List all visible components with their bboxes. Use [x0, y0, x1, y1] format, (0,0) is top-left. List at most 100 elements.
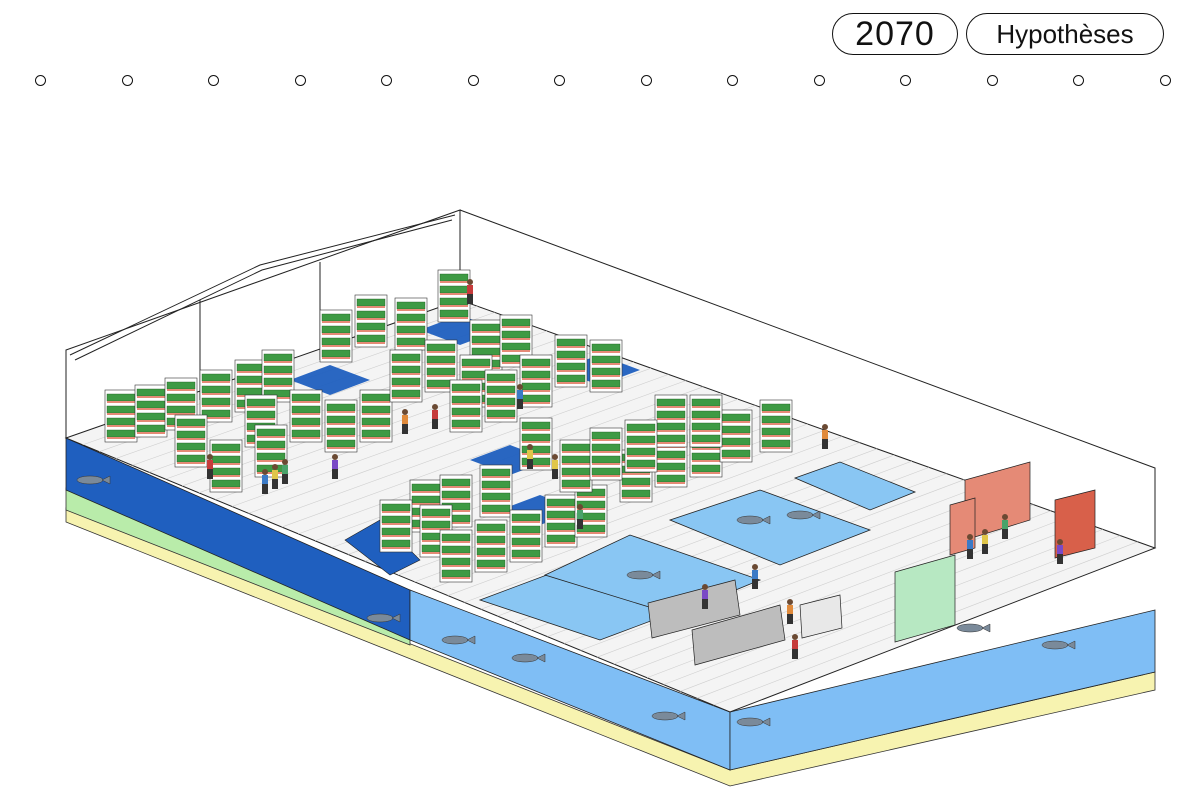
plant-tray: [439, 309, 469, 318]
tray-base: [502, 326, 530, 328]
timeline-dot[interactable]: [1073, 75, 1085, 86]
grow-rack: [354, 294, 388, 348]
timeline-dot[interactable]: [294, 75, 306, 86]
timeline-dot[interactable]: [900, 75, 912, 86]
grow-rack: [519, 417, 553, 471]
plant-tray: [441, 478, 471, 487]
plant-tray: [106, 417, 136, 426]
timeline-dot[interactable]: [208, 75, 220, 86]
fish-tail: [466, 635, 476, 645]
plant-tray: [263, 365, 293, 374]
timeline: [35, 75, 1171, 89]
plant-tray: [321, 325, 351, 334]
deck-plank: [447, 442, 860, 596]
person-figure: [967, 534, 973, 559]
tray-base: [592, 451, 620, 453]
grow-rack: [719, 409, 753, 463]
person-torso: [272, 470, 278, 479]
plant-tray: [361, 417, 391, 426]
plant-tray: [691, 410, 721, 419]
plant-tray: [656, 422, 686, 431]
person-head: [702, 584, 708, 590]
person-figure: [332, 454, 338, 479]
plant-tray: [561, 443, 591, 452]
plant-tray: [321, 313, 351, 322]
person-torso: [787, 605, 793, 614]
deck-plank: [265, 374, 669, 521]
tray-base: [627, 455, 655, 457]
hypotheses-button[interactable]: Hypothèses: [966, 13, 1164, 55]
person-head: [282, 459, 288, 465]
tray-base: [762, 423, 790, 425]
person-figure: [1057, 539, 1063, 564]
person-figure: [752, 564, 758, 589]
grow-rack: [499, 314, 533, 368]
tray-base: [137, 420, 165, 422]
plant-tray: [561, 467, 591, 476]
plant-tray: [361, 393, 391, 402]
timeline-dot[interactable]: [381, 75, 393, 86]
plant-tray: [626, 435, 656, 444]
tray-base: [657, 442, 685, 444]
plant-tray: [546, 498, 576, 507]
grow-rack: [439, 529, 473, 583]
pool-4: [793, 461, 917, 511]
tray-base: [327, 435, 355, 437]
tray-base: [362, 401, 390, 403]
person-torso: [552, 460, 558, 469]
tray-base: [502, 338, 530, 340]
person-figure: [272, 464, 278, 489]
plant-tray: [451, 419, 481, 428]
plant-tray: [291, 393, 321, 402]
tray-base: [427, 351, 455, 353]
person-head: [402, 409, 408, 415]
timeline-dot[interactable]: [986, 75, 998, 86]
plant-tray: [556, 374, 586, 383]
plant-tray: [441, 569, 471, 578]
tray-base: [722, 457, 750, 459]
timeline-dot[interactable]: [640, 75, 652, 86]
fish-tail: [676, 711, 686, 721]
plant-tray: [381, 539, 411, 548]
person-figure: [792, 634, 798, 659]
timeline-dot[interactable]: [467, 75, 479, 86]
tray-base: [292, 425, 320, 427]
person-legs: [702, 599, 708, 609]
plant-tray: [256, 464, 286, 473]
tray-base: [477, 555, 505, 557]
timeline-dot[interactable]: [35, 75, 46, 86]
tray-base: [177, 462, 205, 464]
fish-body: [736, 717, 764, 727]
plant-tray: [176, 418, 206, 427]
plant-tray: [521, 421, 551, 430]
plant-tray: [481, 468, 511, 477]
plant-tray: [201, 373, 231, 382]
timeline-dot[interactable]: [727, 75, 739, 86]
tray-base: [202, 405, 230, 407]
plant-tray: [356, 310, 386, 319]
year-button[interactable]: 2070: [832, 13, 958, 55]
tray-base: [462, 378, 490, 380]
timeline-dot[interactable]: [554, 75, 566, 86]
tray-base: [592, 351, 620, 353]
tray-base: [247, 406, 275, 408]
tray-base: [482, 500, 510, 502]
timeline-dot[interactable]: [813, 75, 825, 86]
tray-base: [440, 317, 468, 319]
person-head: [552, 454, 558, 460]
person-head: [207, 454, 213, 460]
fish-tail: [811, 510, 821, 520]
timeline-dot[interactable]: [121, 75, 133, 86]
grow-rack: [319, 309, 353, 363]
person-figure: [982, 529, 988, 554]
plant-tray: [326, 427, 356, 436]
tray-base: [592, 463, 620, 465]
tray-base: [422, 528, 450, 530]
tray-base: [357, 342, 385, 344]
plant-tray: [201, 385, 231, 394]
timeline-dot[interactable]: [1160, 75, 1171, 86]
plant-tray: [521, 394, 551, 403]
tray-base: [462, 366, 490, 368]
person-head: [332, 454, 338, 460]
tray-base: [472, 343, 500, 345]
